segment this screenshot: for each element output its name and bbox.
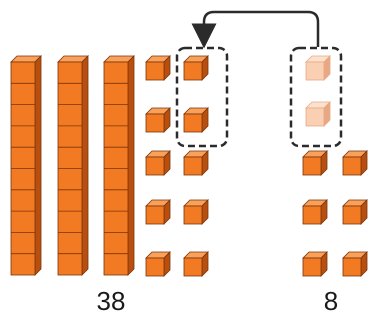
moved-faded-cube bbox=[305, 55, 331, 81]
moved-faded-cube bbox=[305, 101, 331, 127]
ones-cube bbox=[145, 55, 171, 81]
tens-rod bbox=[103, 55, 135, 276]
ones-cube bbox=[145, 251, 171, 277]
ones-cube bbox=[145, 107, 171, 133]
regroup-arrow bbox=[191, 10, 320, 49]
tens-rods-group bbox=[10, 55, 135, 276]
left-ones-cubes-group bbox=[145, 55, 209, 277]
ones-cube bbox=[183, 107, 209, 133]
ones-cube bbox=[342, 199, 368, 225]
tens-rod bbox=[10, 55, 42, 276]
ones-cube bbox=[302, 150, 328, 176]
right-highlight-box bbox=[289, 46, 343, 148]
ones-cube bbox=[183, 150, 209, 176]
left-number-label: 38 bbox=[97, 286, 126, 316]
ones-cube bbox=[342, 150, 368, 176]
ones-cube bbox=[145, 150, 171, 176]
ones-cube bbox=[342, 251, 368, 277]
ones-cube bbox=[145, 199, 171, 225]
ones-cube bbox=[302, 251, 328, 277]
right-ones-cubes-group bbox=[302, 55, 368, 277]
right-number-label: 8 bbox=[324, 286, 338, 316]
tens-rod bbox=[57, 55, 89, 276]
ones-cube bbox=[183, 251, 209, 277]
ones-cube bbox=[183, 55, 209, 81]
ones-cube bbox=[302, 199, 328, 225]
ones-cube bbox=[183, 199, 209, 225]
